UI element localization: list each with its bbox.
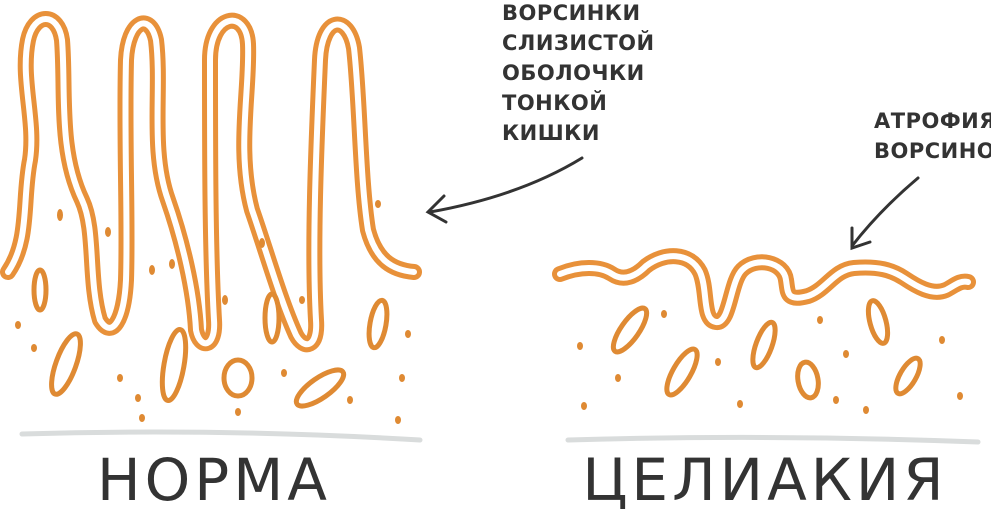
normal-villi-gap	[5, 16, 417, 348]
dot	[843, 350, 849, 358]
dot	[661, 310, 667, 318]
celiac-cells	[610, 298, 923, 401]
dot	[105, 227, 111, 237]
cell	[366, 297, 390, 351]
dot	[299, 296, 305, 304]
arrow-shaft	[850, 176, 920, 248]
dot	[817, 316, 823, 324]
dot	[615, 374, 621, 382]
dot	[281, 369, 287, 377]
cell	[893, 355, 923, 397]
annotation-line: ОБОЛОЧКИ	[502, 61, 645, 85]
annotation-line: СЛИЗИСТОЙ	[502, 30, 655, 55]
annotation-line: ВОРСИНКИ	[502, 1, 641, 25]
dot	[222, 295, 228, 305]
dot	[405, 330, 411, 338]
cell	[750, 319, 778, 371]
dot	[139, 414, 145, 422]
dot	[715, 358, 721, 366]
normal-title: НОРМА	[97, 446, 331, 513]
celiac-villi-band	[552, 248, 976, 330]
cell	[664, 346, 700, 398]
arrow-head	[425, 194, 448, 224]
dot	[135, 394, 141, 402]
celiac-annotation: АТРОФИЯ ВОРСИНОК	[874, 109, 991, 163]
dot	[117, 374, 123, 382]
cell	[159, 327, 189, 403]
cell	[221, 357, 255, 399]
cell	[31, 267, 49, 313]
celiac-baseline	[565, 434, 981, 445]
normal-annotation-arrow	[425, 156, 584, 224]
normal-cells	[31, 267, 390, 409]
cell	[49, 331, 83, 397]
celiac-villi-gap	[557, 253, 971, 325]
normal-villi	[0, 11, 422, 353]
cell	[865, 298, 891, 346]
celiac-panel: АТРОФИЯ ВОРСИНОК ЦЕЛИАКИЯ	[552, 109, 991, 513]
dot	[939, 336, 945, 344]
dot	[259, 238, 265, 248]
dot	[235, 408, 241, 416]
dot	[149, 265, 155, 275]
arrow-head	[850, 226, 872, 251]
dot	[31, 344, 37, 352]
dot	[957, 392, 963, 400]
arrow-shaft	[428, 156, 584, 214]
annotation-line: ВОРСИНОК	[874, 139, 991, 163]
dot	[169, 259, 175, 269]
dot	[395, 416, 401, 424]
annotation-line: КИШКИ	[502, 121, 600, 145]
normal-annotation: ВОРСИНКИ СЛИЗИСТОЙ ОБОЛОЧКИ ТОНКОЙ КИШКИ	[502, 1, 662, 145]
dot	[375, 200, 381, 208]
annotation-line: АТРОФИЯ	[874, 109, 991, 133]
cell	[795, 359, 821, 401]
dot	[15, 321, 21, 329]
normal-panel: ВОРСИНКИ СЛИЗИСТОЙ ОБОЛОЧКИ ТОНКОЙ КИШКИ…	[0, 1, 662, 513]
dot	[399, 374, 405, 382]
dot	[737, 400, 743, 408]
normal-baseline	[19, 429, 423, 443]
celiac-villi	[552, 248, 976, 330]
normal-dots	[15, 200, 411, 424]
dot	[347, 396, 353, 404]
annotation-line: ТОНКОЙ	[502, 90, 607, 115]
dot	[577, 342, 583, 350]
dot	[863, 406, 869, 414]
cell	[610, 305, 650, 355]
cell	[293, 367, 347, 409]
celiac-title: ЦЕЛИАКИЯ	[582, 446, 947, 513]
celiac-annotation-arrow	[850, 176, 920, 251]
dot	[833, 396, 839, 404]
cell	[262, 291, 282, 345]
celiac-dots	[577, 310, 963, 414]
dot	[581, 402, 587, 410]
dot	[57, 209, 63, 221]
